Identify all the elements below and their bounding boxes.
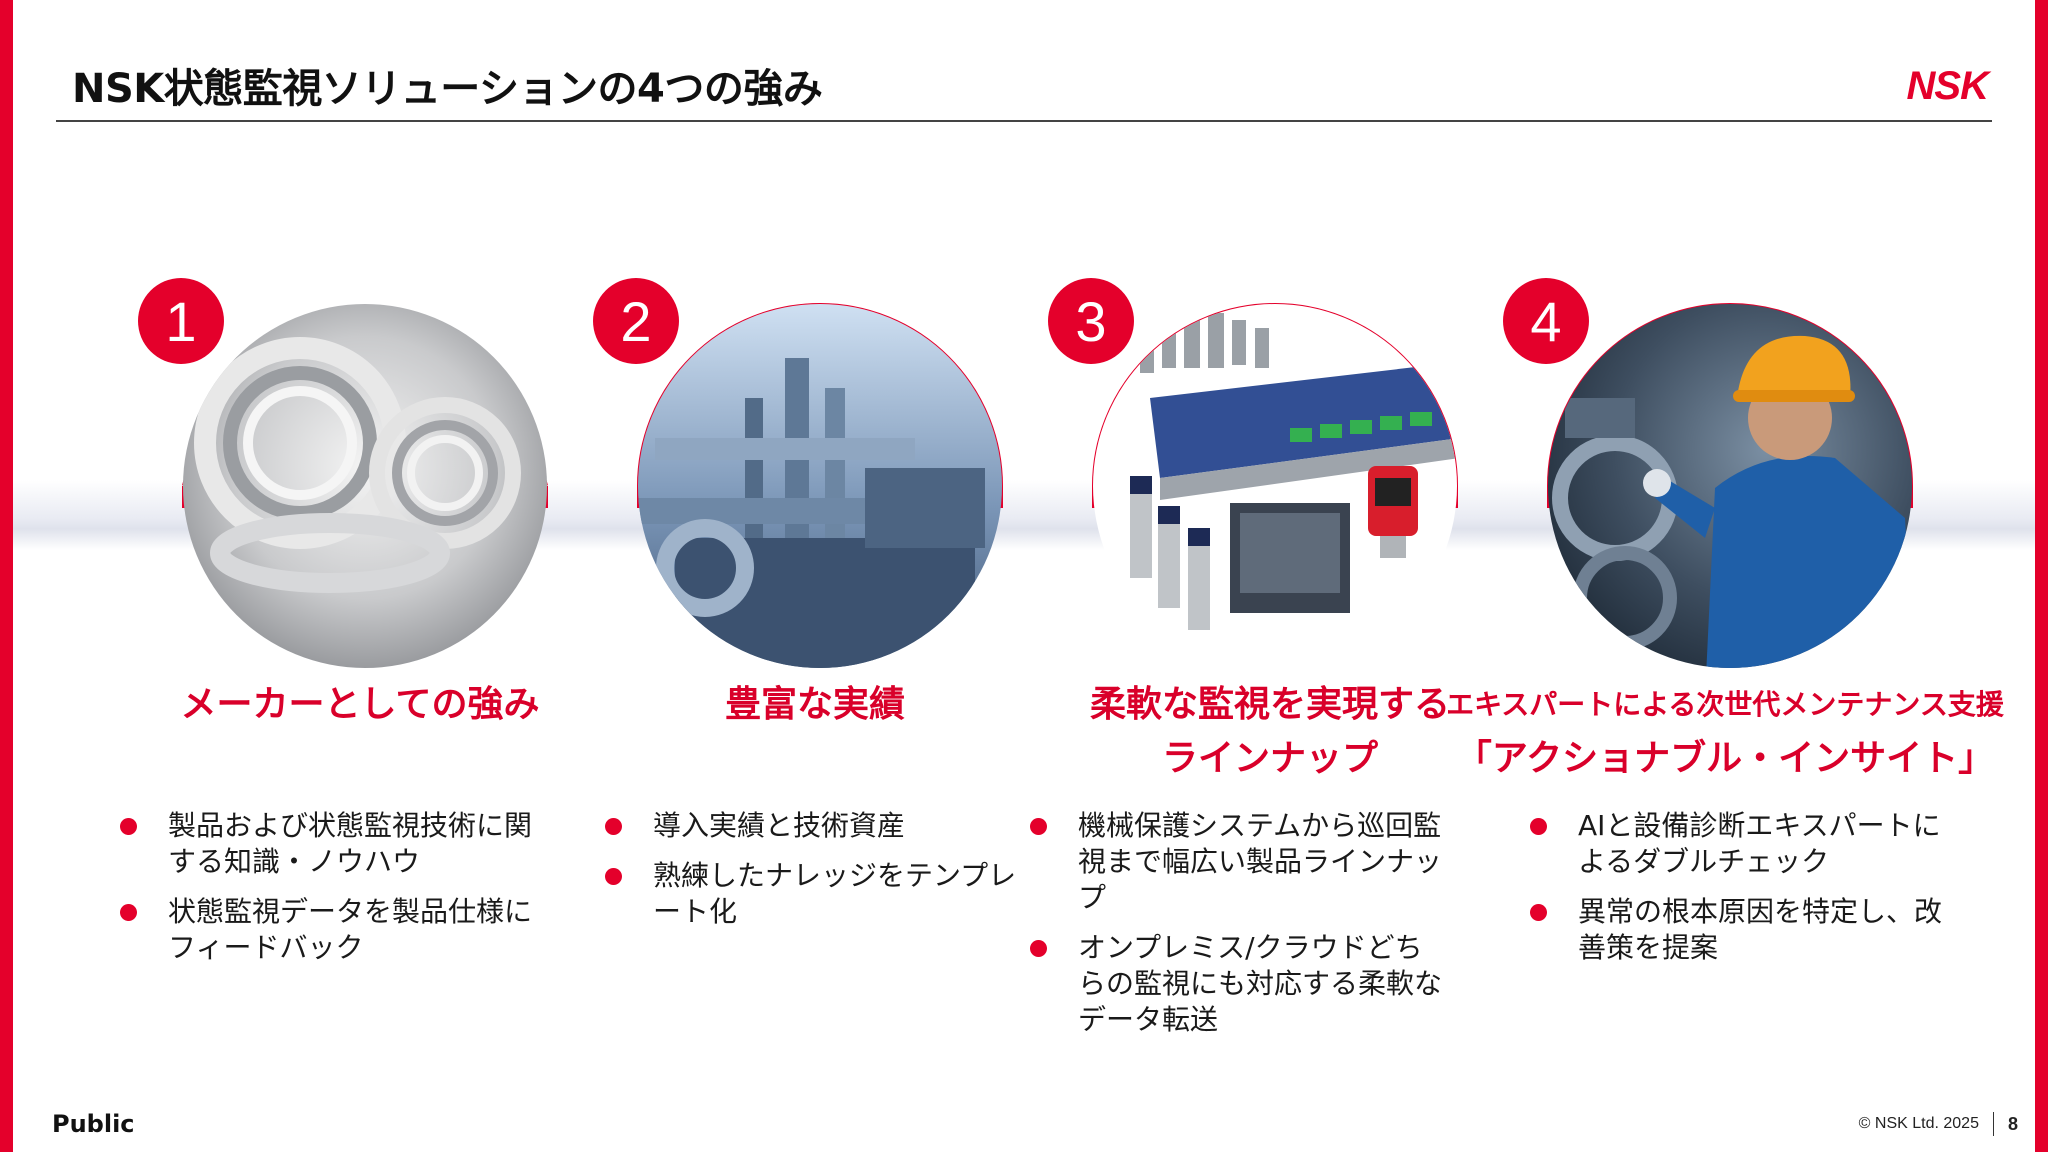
number-badge-1: 1 <box>138 278 224 364</box>
list-item: 状態監視データを製品仕様にフィードバック <box>120 894 540 966</box>
card-4-heading-line1: エキスパートによる次世代メンテナンス支援 <box>1446 688 2004 721</box>
list-item: 製品および状態監視技術に関する知識・ノウハウ <box>120 808 540 880</box>
nsk-logo: NSK <box>1906 64 1989 108</box>
card-1-bullets: 製品および状態監視技術に関する知識・ノウハウ 状態監視データを製品仕様にフィード… <box>120 808 540 980</box>
footer-separator <box>1992 1112 1994 1136</box>
card-4-heading: エキスパートによる次世代メンテナンス支援 「アクショナブル・インサイト」 <box>1435 678 2015 786</box>
bearing-icon <box>194 337 521 593</box>
card-3-heading-line2: ラインナップ <box>1161 738 1378 779</box>
card-3-heading: 柔軟な監視を実現する ラインナップ <box>1010 678 1530 786</box>
card-4-heading-line2: 「アクショナブル・インサイト」 <box>1455 738 1995 779</box>
card-1-heading: メーカーとしての強み <box>100 678 620 732</box>
card-1-heading-line1: メーカーとしての強み <box>180 684 540 725</box>
card-3-heading-line1: 柔軟な監視を実現する <box>1089 684 1450 725</box>
card-4-image: 4 <box>1503 278 1945 678</box>
card-2-heading: 豊富な実績 <box>555 678 1075 732</box>
list-item: 熟練したナレッジをテンプレート化 <box>605 858 1025 930</box>
list-item: AIと設備診断エキスパートによるダブルチェック <box>1530 808 1950 880</box>
list-item: オンプレミス/クラウドどちらの監視にも対応する柔軟なデータ転送 <box>1030 930 1450 1038</box>
sensor-devices-icon <box>1130 313 1457 630</box>
footer-meta: © NSK Ltd. 2025 8 <box>1859 1112 2018 1136</box>
page-number: 8 <box>2007 1113 2018 1134</box>
number-badge-4: 4 <box>1503 278 1589 364</box>
card-1-image: 1 <box>138 278 580 678</box>
copyright-text: © NSK Ltd. 2025 <box>1858 1115 1979 1132</box>
card-3-bullets: 機械保護システムから巡回監視まで幅広い製品ラインナップ オンプレミス/クラウドど… <box>1030 808 1450 1052</box>
card-2-bullets: 導入実績と技術資産 熟練したナレッジをテンプレート化 <box>605 808 1025 944</box>
card-3-image: 3 <box>1048 278 1490 678</box>
page-title: NSK状態監視ソリューションの4つの強み <box>72 66 823 112</box>
title-divider <box>56 120 1992 122</box>
list-item: 異常の根本原因を特定し、改善策を提案 <box>1530 894 1950 966</box>
left-accent-bar <box>0 0 13 1152</box>
classification-label: Public <box>52 1110 135 1138</box>
number-badge-3: 3 <box>1048 278 1134 364</box>
number-badge-2: 2 <box>593 278 679 364</box>
list-item: 機械保護システムから巡回監視まで幅広い製品ラインナップ <box>1030 808 1450 916</box>
list-item: 導入実績と技術資産 <box>605 808 1025 844</box>
card-2-heading-line1: 豊富な実績 <box>724 684 905 725</box>
right-accent-bar <box>2035 0 2048 1152</box>
card-2-image: 2 <box>593 278 1035 678</box>
card-4-bullets: AIと設備診断エキスパートによるダブルチェック 異常の根本原因を特定し、改善策を… <box>1530 808 1950 980</box>
